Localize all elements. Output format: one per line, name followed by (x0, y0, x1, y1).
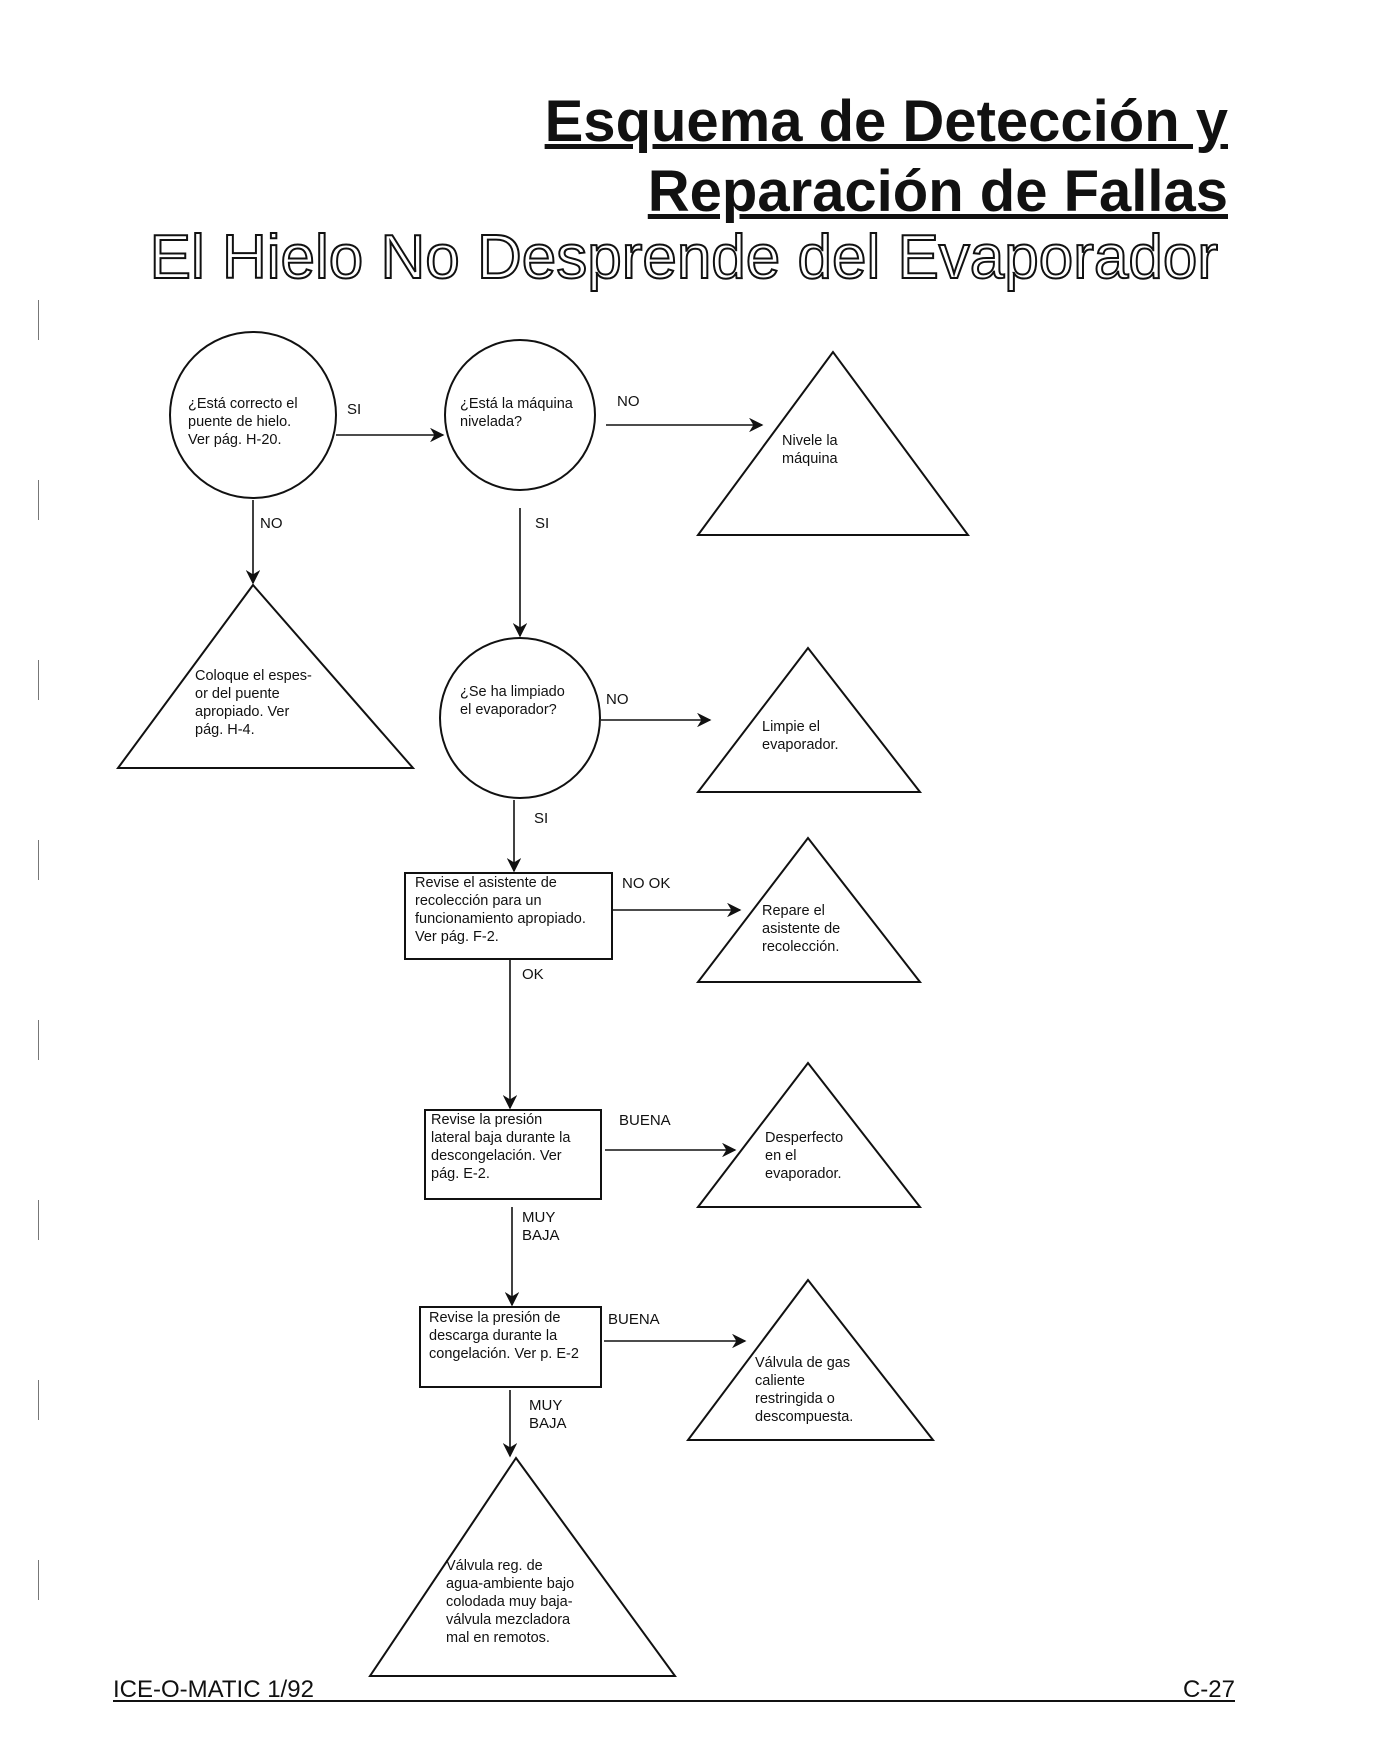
edge-label: BUENA (619, 1112, 671, 1129)
title-line-2: Reparación de Fallas (647, 159, 1228, 224)
edge-label: SI (534, 810, 548, 827)
edge-q_nivelada-to-a_nivele: NO (606, 393, 764, 433)
edge-q_limpiado-to-b_asistente: SI (506, 800, 548, 873)
decision-circle (169, 331, 337, 499)
margin-mark (38, 1560, 47, 1600)
edge-b_asistente-to-a_repare: NO OK (613, 875, 742, 918)
edge-label: OK (522, 966, 544, 983)
margin-mark (38, 1380, 47, 1420)
edge-label: SI (535, 515, 549, 532)
action-triangle (695, 836, 923, 983)
check-box (419, 1306, 602, 1388)
edge-b_asistente-to-b_presion_baja: OK (502, 960, 544, 1110)
margin-mark (38, 1200, 47, 1240)
decision-circle (444, 339, 596, 491)
margin-mark (38, 840, 47, 880)
margin-mark (38, 1020, 47, 1060)
edge-label: NO (617, 393, 640, 410)
action-triangle (696, 350, 970, 536)
footer-rule (113, 1700, 1235, 1702)
action-triangle (368, 1456, 677, 1677)
margin-mark (38, 300, 47, 340)
decision-circle (439, 637, 601, 799)
edge-q_nivelada-to-q_limpiado: SI (512, 508, 549, 638)
edge-b_presion_baja-to-a_desperfecto: BUENA (605, 1112, 737, 1158)
edge-q_limpiado-to-a_limpie: NO (601, 691, 712, 728)
margin-mark (38, 480, 47, 520)
edge-label: NO (606, 691, 629, 708)
check-box (424, 1109, 602, 1200)
action-triangle (695, 1061, 923, 1208)
edge-label: SI (347, 401, 361, 418)
footer-brand: ICE-O-MATIC 1/92 (113, 1676, 314, 1703)
edge-q_puente-to-a_coloque: NO (245, 500, 283, 585)
edge-b_descarga-to-a_valvula_gas: BUENA (604, 1311, 747, 1349)
action-triangle (116, 583, 416, 769)
title-line-1: Esquema de Detección y (544, 89, 1228, 154)
check-box (404, 872, 613, 960)
edge-q_puente-to-q_nivelada: SI (336, 401, 445, 443)
footer-page-number: C-27 (1182, 1676, 1235, 1703)
edge-label: BUENA (608, 1311, 660, 1328)
edge-label: NO OK (622, 875, 670, 892)
margin-mark (38, 660, 47, 700)
subtitle: El Hielo No Desprende del Evaporador (149, 222, 1219, 293)
action-triangle (686, 1278, 936, 1441)
edge-label: NO (260, 515, 283, 532)
action-triangle (695, 646, 923, 793)
